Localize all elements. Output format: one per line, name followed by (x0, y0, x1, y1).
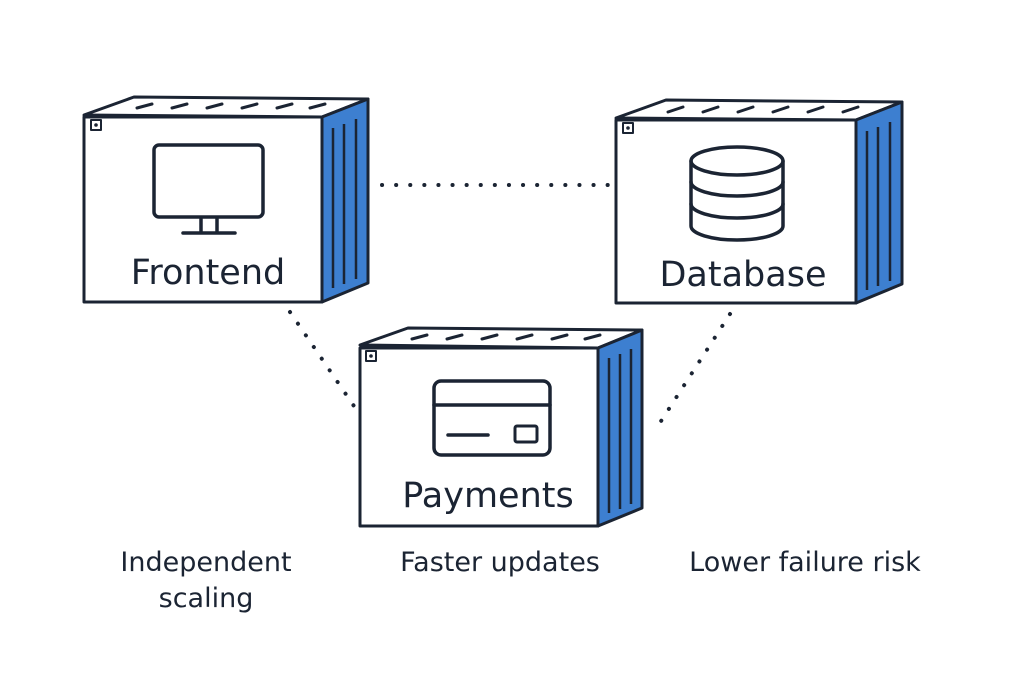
benefit-lower-failure-risk: Lower failure risk (689, 547, 921, 578)
container-top-face (82, 95, 370, 119)
payments-label: Payments (402, 476, 573, 516)
container-top-vents (135, 102, 327, 110)
container-top-face (358, 326, 644, 350)
container-front-face (82, 115, 324, 304)
frontend-container (82, 95, 370, 304)
database-container (614, 98, 904, 305)
connector-database-payments (652, 312, 732, 434)
container-side-ridges (607, 349, 633, 513)
container-top-vents (410, 333, 602, 341)
connector-frontend-payments (288, 310, 360, 414)
container-top-face (614, 98, 904, 122)
credit-card-icon (432, 379, 552, 457)
container-side-ridges (865, 122, 892, 290)
monitor-icon (152, 143, 265, 235)
benefit-faster-updates: Faster updates (400, 547, 600, 578)
database-icon (689, 145, 785, 242)
connectors (288, 183, 732, 434)
frontend-label: Frontend (131, 253, 285, 293)
container-side-ridges (331, 119, 358, 288)
database-label: Database (659, 255, 826, 295)
benefit-independent-scaling: Independent scaling (120, 547, 292, 614)
container-top-vents (666, 105, 860, 114)
payments-container (358, 326, 644, 528)
container-front-face (358, 346, 600, 528)
